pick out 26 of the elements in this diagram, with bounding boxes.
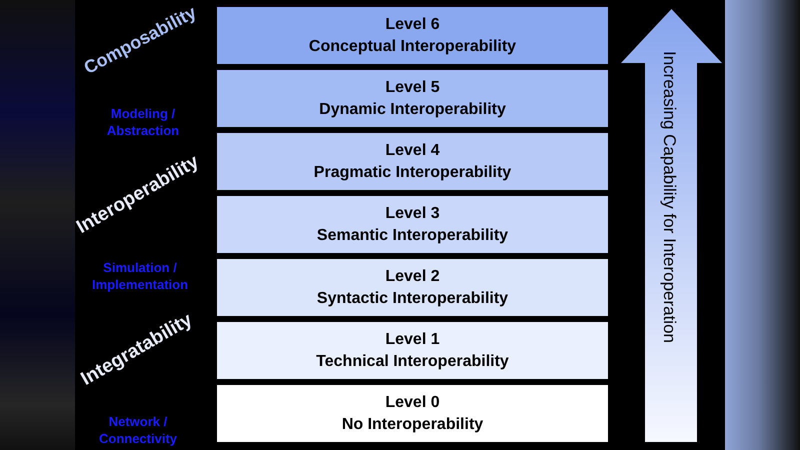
level-number: Level 1 (385, 330, 440, 350)
category-label: Modeling / Abstraction (106, 105, 180, 139)
up-arrow (620, 8, 723, 443)
level-name: Conceptual Interoperability (308, 36, 516, 56)
level-number: Level 6 (385, 14, 440, 34)
arrow-label: Increasing Capability for Interoperation (659, 51, 679, 343)
level-name: Technical Interoperability (316, 352, 509, 372)
level-number: Level 3 (385, 204, 440, 224)
level-box (217, 259, 608, 316)
level-box (217, 322, 608, 379)
level-name: Dynamic Interoperability (319, 100, 506, 120)
level-box (217, 70, 608, 127)
level-name: No Interoperability (342, 414, 484, 434)
category-label: Network / Connectivity (98, 413, 178, 447)
level-box (217, 133, 608, 190)
level-name: Semantic Interoperability (316, 226, 508, 246)
level-box (217, 196, 608, 253)
category-label: Simulation / Implementation (90, 259, 190, 293)
level-name: Pragmatic Interoperability (314, 162, 512, 182)
level-name: Syntactic Interoperability (316, 288, 508, 308)
level-box (217, 385, 608, 442)
level-number: Level 0 (385, 392, 440, 412)
level-number: Level 4 (385, 140, 440, 160)
level-number: Level 5 (385, 78, 440, 98)
level-box (217, 7, 608, 64)
level-number: Level 2 (385, 266, 440, 286)
